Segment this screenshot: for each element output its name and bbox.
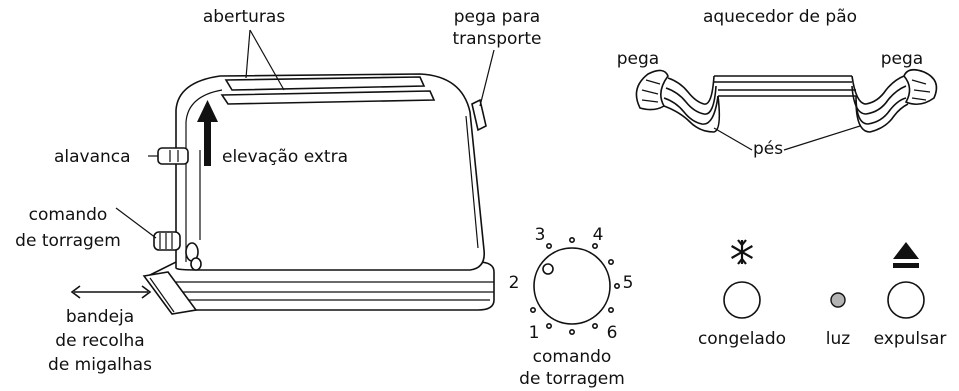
label-browning-control-1: comando [29,205,108,225]
leader-browning-knob [115,207,157,239]
browning-dial-body [533,247,611,325]
leader-carry-handle [479,49,495,107]
label-extra-lift: elevação extra [222,147,348,167]
browning-dial-ticks [529,237,620,335]
label-browning-dial-1: comando [533,347,612,367]
browning-dial-marker [542,263,554,275]
browning-dial [529,237,620,335]
toaster-illustration [142,73,495,315]
bun-warmer-handle-left [635,69,669,111]
label-frozen: congelado [698,329,786,349]
crumb-tray [142,271,198,315]
toaster-lever [157,147,189,165]
snowflake-icon [731,239,753,265]
leader-slots-2 [249,29,285,91]
label-carry-handle-1: pega para [454,7,540,27]
eject-icon [893,242,919,268]
leader-feet-right [783,125,861,151]
dial-number-3: 3 [535,225,546,245]
label-crumb-tray-1: bandeja [66,307,134,327]
label-light: luz [826,329,850,349]
dial-number-5: 5 [623,273,634,293]
toaster-slot [220,90,436,105]
label-browning-control-2: de torragem [15,231,121,251]
label-slots: aberturas [203,7,286,27]
indicator-light [830,292,846,308]
label-browning-dial-2: de torragem [519,369,625,389]
dial-number-2: 2 [509,273,520,293]
dial-number-1: 1 [529,323,540,343]
browning-knob [153,231,181,251]
label-crumb-tray-2: de recolha [55,331,144,351]
bun-warmer-illustration [635,68,938,133]
dial-number-4: 4 [593,225,604,245]
dial-number-6: 6 [607,323,618,343]
carry-handle [471,98,487,132]
leader-slots-1 [245,29,251,79]
toaster-body [175,73,486,271]
label-crumb-tray-3: de migalhas [48,355,152,375]
label-eject: expulsar [874,329,947,349]
leader-feet-left [713,127,753,151]
crumb-tray-arrow [70,285,152,299]
frozen-button[interactable] [723,281,761,319]
label-lever: alavanca [54,147,131,167]
label-handle-right: pega [881,49,923,69]
label-feet: pés [753,139,783,159]
label-carry-handle-2: transporte [452,29,541,49]
label-handle-left: pega [617,49,659,69]
toaster-slot [224,76,426,91]
extra-lift-arrow [197,100,218,166]
label-bun-warmer: aquecedor de pão [703,7,857,27]
eject-button[interactable] [887,281,925,319]
